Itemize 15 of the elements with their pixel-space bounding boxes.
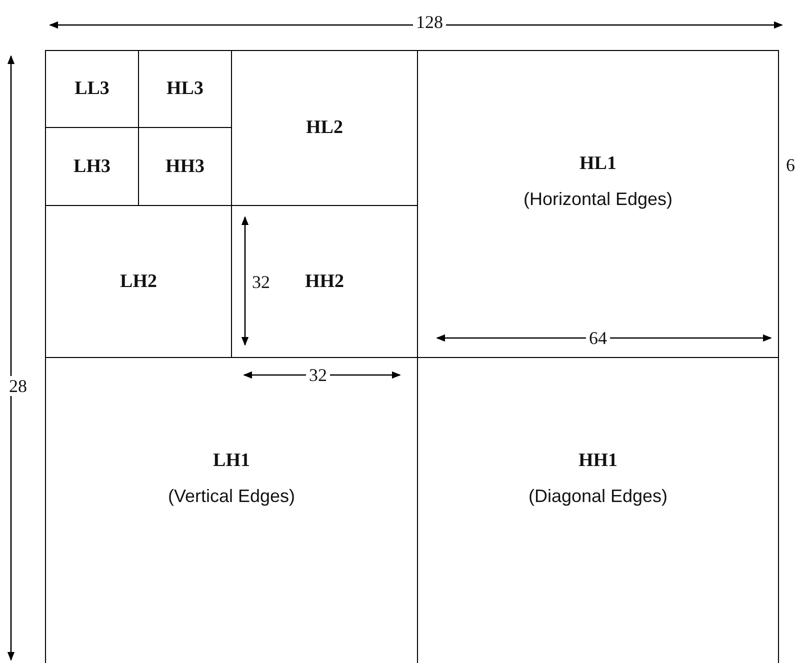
edge-type-label: (Horizontal Edges) [523,189,673,210]
subband-label: HH2 [304,270,344,292]
subband-label: HL3 [166,78,204,100]
subband-label: LH1 [213,450,250,472]
edge-type-label: (Vertical Edges) [168,486,296,507]
subband-label: HH1 [578,450,618,472]
subband-label: LL3 [74,78,110,100]
subband-label: HH3 [165,156,205,178]
subband-label: HL2 [306,117,343,139]
subband-label: LH3 [74,156,110,178]
subband-label: HL1 [580,153,616,175]
edge-type-label: (Diagonal Edges) [528,486,668,507]
subband-box [417,50,779,358]
subband-box [45,50,139,128]
subband-label: LH2 [120,270,157,292]
